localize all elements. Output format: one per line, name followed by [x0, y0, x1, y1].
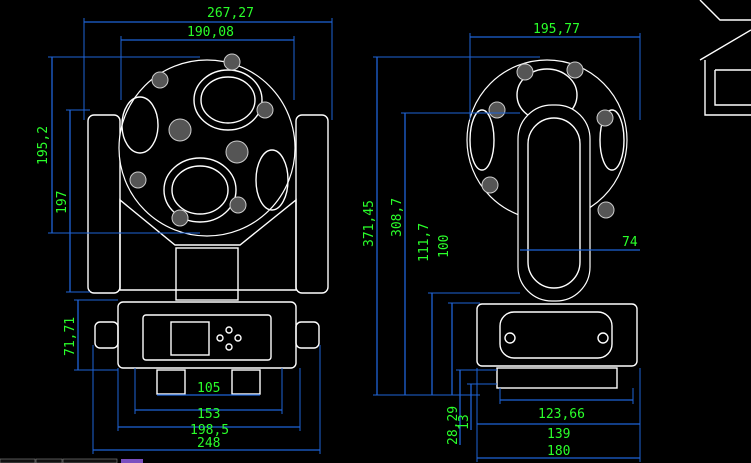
dim-feet-spacing: 105	[197, 381, 220, 396]
dim-base-height: 71,71	[63, 317, 78, 356]
dim-handles-width: 248	[197, 436, 220, 451]
button	[225, 343, 233, 351]
dim-base-width: 198,5	[190, 423, 229, 438]
dim-base-section-height: 111,7	[417, 223, 432, 262]
lens	[121, 96, 159, 154]
dim-base-inner-width: 139	[547, 427, 570, 442]
foot	[156, 369, 186, 395]
dimension-lines	[48, 18, 641, 462]
dim-feet-width: 123,66	[538, 407, 585, 422]
yoke-arm	[517, 104, 591, 302]
dim-yoke-height: 197	[55, 191, 70, 214]
button	[216, 334, 224, 342]
foot	[231, 369, 261, 395]
yoke-arm-left	[87, 114, 121, 294]
neck	[175, 247, 239, 301]
button	[234, 334, 242, 342]
front-view-fixture	[87, 53, 329, 395]
lens	[255, 149, 289, 211]
status-bar-fragment	[0, 458, 143, 463]
handle-right	[295, 321, 320, 349]
yoke-arm-right	[295, 114, 329, 294]
dimension-labels: 267,27 190,08 195,2 197 71,71 105 153 19…	[36, 6, 638, 459]
dim-feet-height: 28,29	[446, 406, 461, 445]
base	[476, 303, 638, 367]
dim-side-base-width: 180	[547, 444, 570, 459]
side-view-fixture	[466, 59, 638, 389]
dim-feet-outer: 153	[197, 407, 220, 422]
button	[225, 326, 233, 334]
dim-side-base-height: 100	[437, 235, 452, 258]
dim-side-head-width: 195,77	[533, 22, 580, 37]
dim-head-height: 195,2	[36, 126, 51, 165]
dim-arm-height: 308,7	[390, 198, 405, 237]
dim-feet-gap: 13	[457, 414, 472, 430]
display	[170, 321, 210, 356]
dim-head-width: 190,08	[187, 25, 234, 40]
yoke-bridge	[119, 198, 297, 291]
base	[117, 301, 297, 369]
moonflower-head	[118, 59, 296, 237]
partial-view	[699, 0, 751, 116]
lens	[163, 157, 237, 223]
dim-arm-width: 74	[622, 235, 638, 250]
lens	[193, 69, 263, 131]
handle-left	[94, 321, 119, 349]
dim-total-height: 371,45	[362, 200, 377, 247]
dim-overall-width: 267,27	[207, 6, 254, 21]
